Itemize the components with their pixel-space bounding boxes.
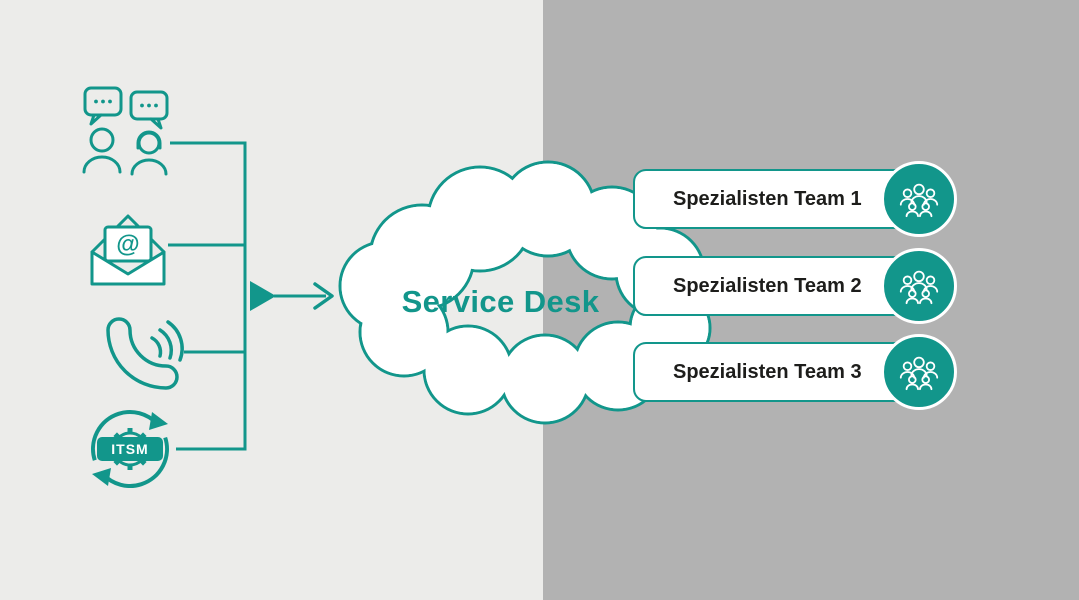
team-people-icon xyxy=(899,270,939,305)
team-people-icon xyxy=(899,183,939,218)
arrow-to-cloud xyxy=(250,281,334,311)
service-desk-title: Service Desk xyxy=(401,284,600,319)
chat-people-icon xyxy=(82,86,169,176)
itsm-cycle-icon: ITSM xyxy=(91,410,169,488)
email-at-symbol: @ xyxy=(116,231,139,258)
team-people-icon xyxy=(899,356,939,391)
itsm-label: ITSM xyxy=(111,441,148,457)
team-1-label: Spezialisten Team 1 xyxy=(673,187,862,210)
phone-waves-icon xyxy=(106,317,184,390)
team-row-1: Spezialisten Team 1 xyxy=(633,161,957,237)
team-2-label: Spezialisten Team 2 xyxy=(673,274,862,297)
team-1-badge xyxy=(881,161,957,237)
email-at-icon: @ xyxy=(90,214,166,286)
team-3-label: Spezialisten Team 3 xyxy=(673,360,862,383)
team-row-3: Spezialisten Team 3 xyxy=(633,334,957,410)
connector-lines xyxy=(168,141,247,451)
team-3-badge xyxy=(881,334,957,410)
team-2-badge xyxy=(881,248,957,324)
team-row-2: Spezialisten Team 2 xyxy=(633,248,957,324)
